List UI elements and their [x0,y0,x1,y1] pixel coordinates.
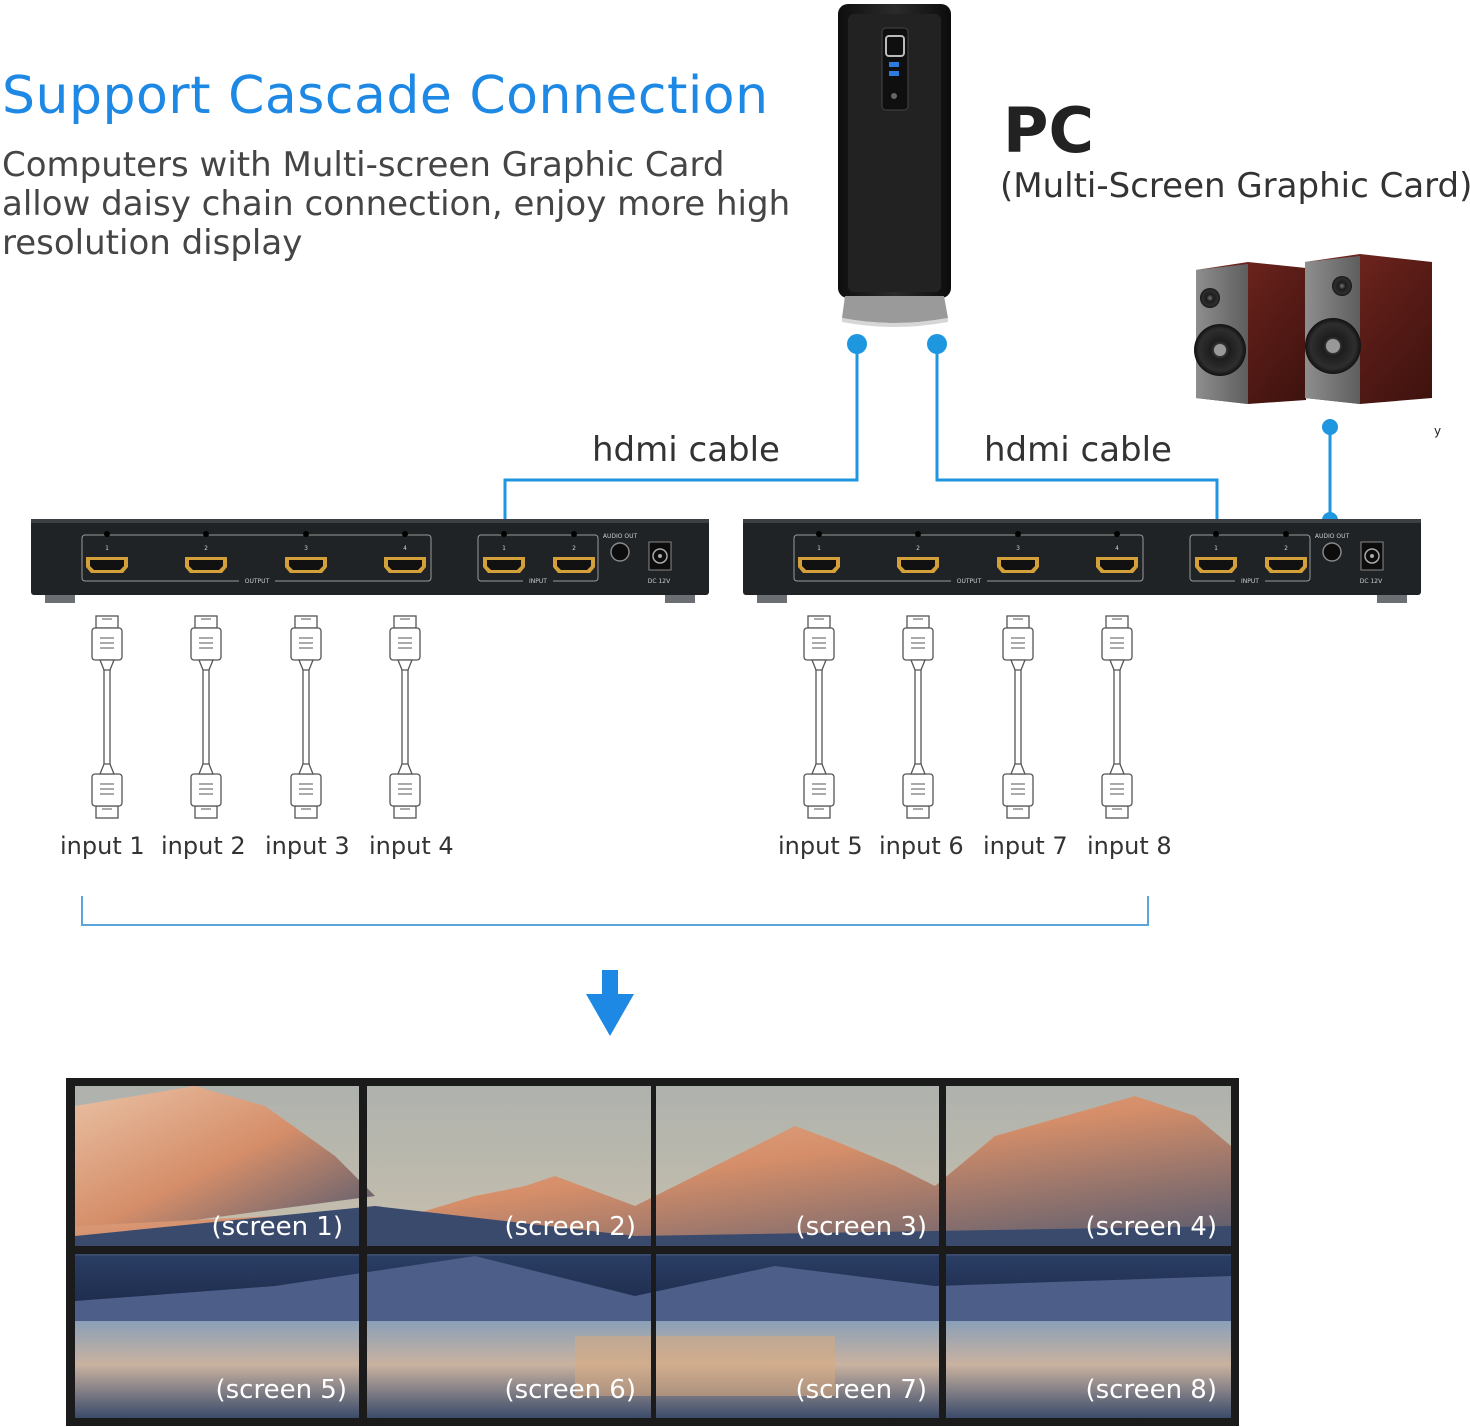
inputs-bracket [81,896,1149,926]
hdmi-cable-icon [1002,615,1034,819]
input-label-3: input 3 [265,832,350,860]
screen-label-2: (screen 2) [504,1212,636,1242]
output-port-number: 2 [916,545,920,552]
hdmi-cable-icon [389,615,421,819]
dc-jack [652,548,668,564]
output-port-number: 2 [204,545,208,552]
input-label-7: input 7 [983,832,1068,860]
description-line: allow daisy chain connection, enjoy more… [2,184,791,224]
input-label-8: input 8 [1087,832,1172,860]
dc-label: DC 12V [648,578,671,585]
switch-foot [1377,595,1407,603]
output-port-number: 4 [1115,545,1119,552]
video-wall [66,1078,1239,1426]
input-label-4: input 4 [369,832,454,860]
hdmi-cable-label-right: hdmi cable [984,430,1172,470]
input-label-5: input 5 [778,832,863,860]
output-port-number: 1 [105,545,109,552]
description-line: resolution display [2,223,303,263]
input-port-number: 1 [502,545,506,552]
dc-label: DC 12V [1360,578,1383,585]
switch-foot [45,595,75,603]
screen-label-1: (screen 1) [211,1212,343,1242]
output-port-number: 4 [403,545,407,552]
hdmi-cable-icon [803,615,835,819]
audio-jack [610,542,630,562]
hdmi-cable-icon [1101,615,1133,819]
switch-foot [757,595,787,603]
input-port-number: 2 [572,545,576,552]
output-port-number: 3 [1016,545,1020,552]
switch-body [31,519,709,595]
description-line: Computers with Multi-screen Graphic Card [2,145,725,185]
output-port-number: 3 [304,545,308,552]
switch-body [743,519,1421,595]
output-group-label: OUTPUT [957,578,982,585]
dc-jack [1364,548,1380,564]
hdmi-cables [91,615,1133,819]
input-group-label: INPUT [1241,578,1259,585]
hdmi-cable-icon [290,615,322,819]
screen-label-7: (screen 7) [795,1375,927,1405]
down-arrow-icon [586,970,634,1036]
input-port-number: 2 [1284,545,1288,552]
output-port-number: 1 [817,545,821,552]
output-group-label: OUTPUT [245,578,270,585]
stray-mark: y [1434,424,1442,438]
pc-title: PC [1003,94,1094,167]
speakers-icon [1194,254,1432,404]
pc-tower-icon [838,4,951,327]
hdmi-cable-icon [190,615,222,819]
headline: Support Cascade Connection [2,66,769,126]
audio-out-label: AUDIO OUT [603,533,638,540]
input-label-6: input 6 [879,832,964,860]
screen-label-3: (screen 3) [795,1212,927,1242]
input-label-2: input 2 [161,832,246,860]
hdmi-cable-icon [91,615,123,819]
screen-label-8: (screen 8) [1085,1375,1217,1405]
audio-jack [1322,542,1342,562]
screen-label-6: (screen 6) [504,1375,636,1405]
screen-label-5: (screen 5) [215,1375,347,1405]
input-port-number: 1 [1214,545,1218,552]
description: Computers with Multi-screen Graphic Card… [2,146,802,263]
screen-label-4: (screen 4) [1085,1212,1217,1242]
hdmi-cable-icon [902,615,934,819]
audio-out-label: AUDIO OUT [1315,533,1350,540]
hdmi-cable-label-left: hdmi cable [592,430,780,470]
input-group-label: INPUT [529,578,547,585]
switch-foot [665,595,695,603]
input-label-1: input 1 [60,832,145,860]
pc-subtitle: (Multi-Screen Graphic Card) [1000,166,1470,206]
